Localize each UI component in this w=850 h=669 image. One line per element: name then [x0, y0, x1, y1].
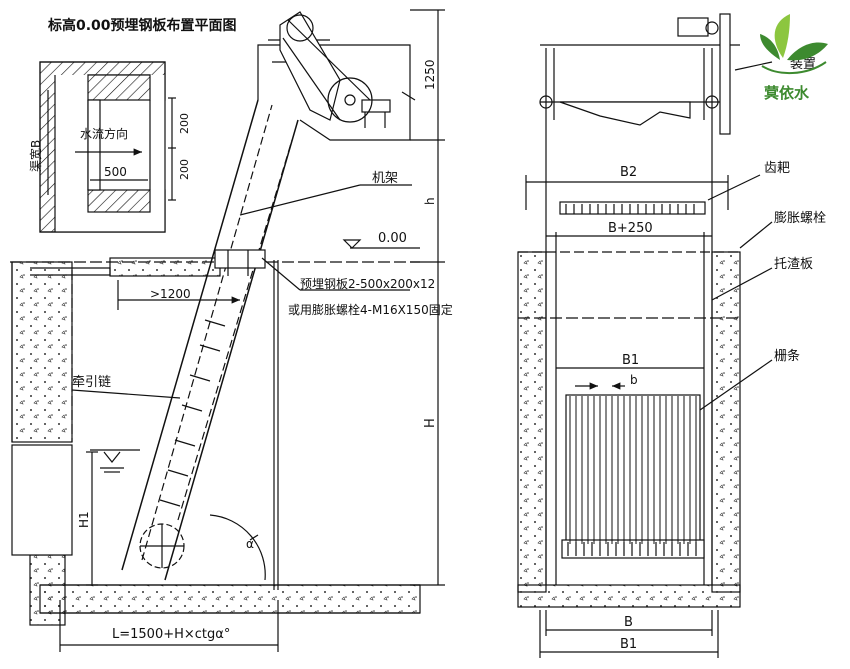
- right-view: [517, 13, 773, 658]
- leaf-icon: [760, 34, 780, 60]
- expansion-bolt-note: 或用膨胀螺栓4-M16X150固定: [288, 302, 453, 317]
- dim-b: b: [630, 373, 638, 387]
- channel-width-label: 渠宽B: [28, 140, 43, 172]
- ground-structure: [10, 257, 421, 626]
- dim-H: H: [423, 418, 438, 428]
- grid-bars: [569, 396, 697, 544]
- left-view: [10, 9, 445, 652]
- grid-bar-label: 栅条: [774, 348, 800, 364]
- dim-200-b: 200: [178, 159, 191, 180]
- embedded-plate-label: 预埋钢板2-500x200x12: [300, 277, 435, 291]
- plan-detail: [39, 61, 176, 233]
- dim-B2: B2: [620, 165, 637, 180]
- expansion-bolt-label: 膨胀螺栓: [774, 211, 826, 226]
- water-level: [90, 449, 140, 473]
- dim-500: 500: [104, 165, 127, 179]
- dim-200-a: 200: [178, 113, 191, 134]
- leaf-icon: [787, 42, 828, 61]
- frame-label: 机架: [372, 171, 398, 186]
- length-formula: L=1500+H×ctgα°: [112, 627, 230, 642]
- brand-logo: 蓂依水: [760, 14, 828, 102]
- dim-B1-top: B1: [622, 353, 639, 368]
- slag-plate-label: 托渣板: [774, 257, 813, 272]
- device-label: 装置: [790, 57, 816, 72]
- dim-H1: H1: [77, 511, 91, 528]
- teeth-rake-label: 齿耙: [764, 161, 790, 176]
- elevation-label: 0.00: [378, 231, 407, 246]
- chain-label: 牵引链: [72, 375, 111, 390]
- dim-B1-bottom: B1: [620, 637, 637, 652]
- dimension-lines: [59, 9, 445, 652]
- angle-symbol: α: [246, 537, 254, 551]
- dim-1200: >1200: [150, 287, 191, 301]
- plan-title: 标高0.00预埋钢板布置平面图: [47, 17, 237, 34]
- dim-1250: 1250: [423, 59, 437, 90]
- leaf-icon: [774, 14, 790, 58]
- flow-direction-label: 水流方向: [80, 126, 128, 141]
- dim-h: h: [423, 197, 437, 205]
- logo-text: 蓂依水: [764, 84, 810, 102]
- dim-B250: B+250: [608, 221, 653, 236]
- dim-B: B: [624, 615, 633, 630]
- screen-frame: [121, 11, 416, 590]
